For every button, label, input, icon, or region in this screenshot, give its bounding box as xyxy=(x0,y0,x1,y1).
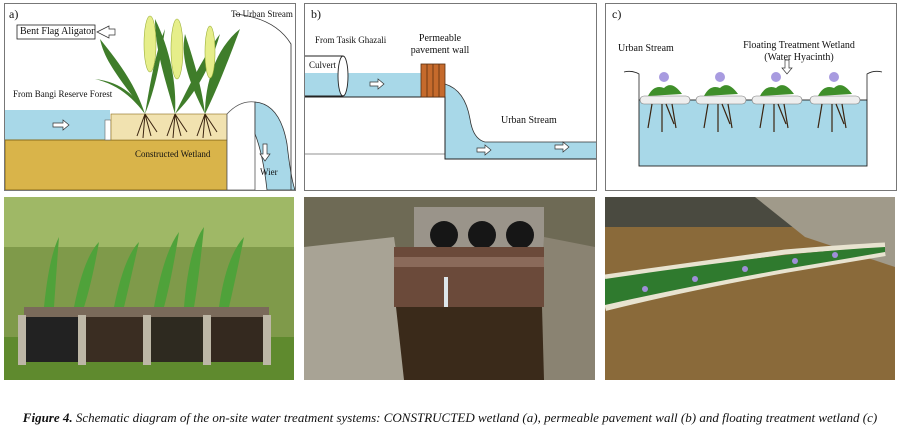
urban-stream-label: Urban Stream xyxy=(618,43,674,54)
caption-label: Figure 4. xyxy=(22,410,73,425)
culvert-pipe xyxy=(305,55,349,97)
urban-stream-label: Urban Stream xyxy=(501,115,557,126)
permeable-wall-schematic xyxy=(305,55,596,160)
permeable-wall xyxy=(420,63,446,98)
from-tasik-label: From Tasik Ghazali xyxy=(315,35,387,45)
panel-a-diagram: a) Bent Flag Aligator To Urban Stream Fr… xyxy=(4,3,296,191)
panel-b-tag: b) xyxy=(311,7,321,21)
wetland-bed xyxy=(110,113,228,141)
permeable-wall-label: Permeable pavement wall xyxy=(410,33,470,56)
plant-roots xyxy=(136,113,218,139)
stream-channel xyxy=(638,99,868,167)
wetland-plants xyxy=(95,15,240,114)
photo-floating-wetland xyxy=(605,197,895,380)
label-pointer-icon xyxy=(96,25,116,39)
flow-arrow-icon xyxy=(369,78,385,90)
to-urban-stream-label: To Urban Stream xyxy=(231,9,293,19)
caption-text: Schematic diagram of the on-site water t… xyxy=(75,410,878,425)
urban-stream-water xyxy=(445,84,596,159)
culvert-label: Culvert xyxy=(309,60,336,70)
flow-arrow-icon xyxy=(52,119,70,131)
weir-water xyxy=(254,101,295,190)
floating-mats xyxy=(639,72,861,132)
constructed-wetland-label: Constructed Wetland xyxy=(135,149,211,159)
flow-down-arrow-icon xyxy=(259,143,271,162)
flow-arrow-icon xyxy=(476,144,492,156)
ftw-label: Floating Treatment Wetland (Water Hyacin… xyxy=(743,40,855,63)
soil-base xyxy=(5,139,228,190)
inlet-post xyxy=(104,119,112,141)
floating-wetland-schematic xyxy=(623,59,883,167)
bent-flag-label: Bent Flag Aligator xyxy=(20,26,95,37)
flow-arrow-icon xyxy=(554,141,570,153)
photo-permeable-wall xyxy=(304,197,595,380)
figure-caption: Figure 4. Schematic diagram of the on-si… xyxy=(0,410,900,426)
pointer-down-arrow-icon xyxy=(781,59,793,75)
panel-b-diagram: b) From Tasik Ghazali Culvert Permeable … xyxy=(304,3,597,191)
panel-c-tag: c) xyxy=(612,7,622,21)
panel-c-diagram: c) Urban Stream Floating Treatment Wetla… xyxy=(605,3,897,191)
wier-label: Wier xyxy=(260,167,278,177)
constructed-wetland-schematic xyxy=(5,13,295,190)
photo-constructed-wetland xyxy=(4,197,294,380)
from-forest-label: From Bangi Reserve Forest xyxy=(13,89,113,99)
panel-a-tag: a) xyxy=(9,7,19,21)
